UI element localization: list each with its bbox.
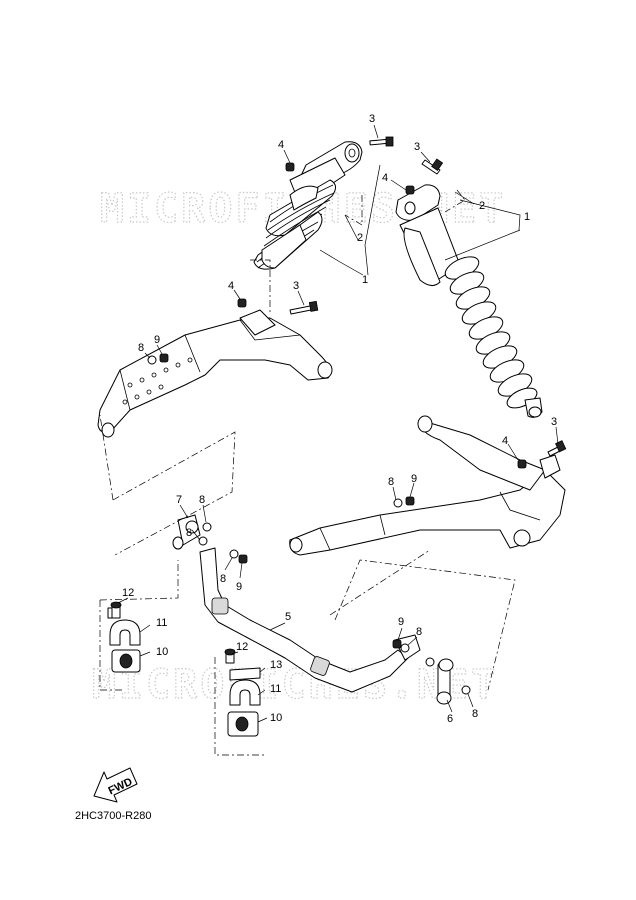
callout-12: 12 — [122, 587, 134, 599]
callout-2: 2 — [479, 200, 485, 212]
left-swing-arm — [97, 309, 333, 438]
callout-9: 9 — [411, 473, 417, 485]
left-stabilizer-link — [172, 514, 201, 550]
callout-8: 8 — [220, 573, 226, 585]
left-bushing-set — [107, 601, 141, 673]
callout-8: 8 — [416, 626, 422, 638]
callout-2: 2 — [357, 232, 363, 244]
callout-8: 8 — [199, 494, 205, 506]
right-swing-arm — [289, 415, 566, 556]
callout-5: 5 — [285, 611, 291, 623]
callout-6: 6 — [447, 713, 453, 725]
callout-3: 3 — [369, 113, 375, 125]
callout-12: 12 — [236, 641, 248, 653]
leader-lines — [117, 124, 559, 723]
callout-4: 4 — [382, 172, 388, 184]
callout-10: 10 — [156, 646, 168, 658]
callout-11: 11 — [270, 683, 281, 695]
callout-4: 4 — [278, 139, 284, 151]
right-shock-spring — [444, 256, 538, 409]
watermark-bottom: MICROFICHES.NET — [92, 662, 498, 708]
callout-11: 11 — [156, 617, 167, 629]
callout-10: 10 — [270, 712, 282, 724]
callout-1: 1 — [362, 274, 368, 286]
callout-7: 7 — [176, 494, 182, 506]
callout-8: 8 — [472, 708, 478, 720]
left-shock-absorber — [253, 141, 363, 270]
callout-13: 13 — [270, 659, 282, 671]
stabilizer-bar — [199, 547, 421, 693]
callout-8: 8 — [388, 476, 394, 488]
callout-3: 3 — [293, 280, 299, 292]
callout-8: 8 — [186, 527, 192, 539]
hardware — [147, 136, 567, 695]
callout-3: 3 — [551, 416, 557, 428]
callout-9: 9 — [398, 616, 404, 628]
forward-direction-arrow: FWD — [93, 767, 138, 803]
diagram-code: 2HC3700-R280 — [75, 810, 151, 822]
callout-3: 3 — [414, 141, 420, 153]
callout-labels: 3 4 3 4 2 1 2 1 4 3 9 8 3 4 8 9 7 8 8 8 … — [122, 113, 557, 725]
callout-1: 1 — [524, 211, 530, 223]
callout-4: 4 — [502, 435, 508, 447]
callout-4: 4 — [228, 280, 234, 292]
right-shock-absorber — [395, 184, 543, 418]
callout-8: 8 — [138, 342, 144, 354]
right-bushing-set — [224, 648, 261, 737]
callout-9: 9 — [236, 581, 242, 593]
callout-9: 9 — [154, 334, 160, 346]
